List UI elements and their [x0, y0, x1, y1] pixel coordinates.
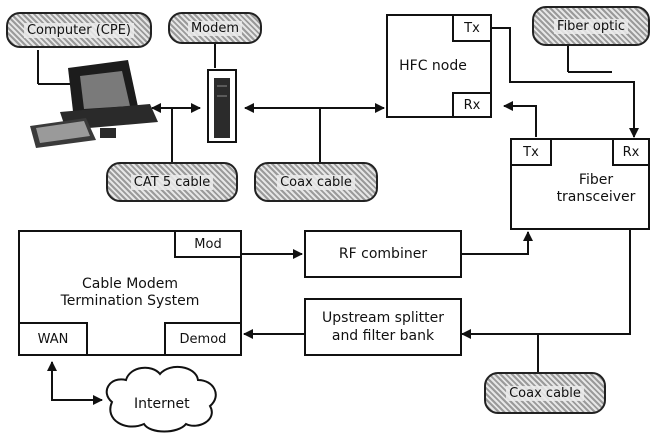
cmts-mod-port: Mod [174, 230, 242, 258]
cmts-title: Cable Modem Termination System [60, 276, 200, 309]
cmts-wan-port: WAN [18, 322, 88, 356]
internet-label: Internet [134, 396, 190, 412]
transceiver-to-splitter-arrow [461, 228, 631, 339]
transceiver-rx-port: Rx [612, 138, 650, 166]
hfc-tx-port: Tx [452, 14, 492, 42]
cmts-demod-port: Demod [164, 322, 242, 356]
fiber-optic-tag: Fiber optic [532, 6, 650, 46]
transceiver-to-hfc-rx-arrow [503, 101, 537, 137]
computer-cpe-tag: Computer (CPE) [6, 12, 152, 48]
modem-tag: Modem [168, 12, 262, 44]
upstream-splitter-label: Upstream splitter and filter bank [322, 310, 444, 344]
hfc-tx-to-transceiver-arrow [490, 27, 639, 138]
hfc-node-title: HFC node [399, 58, 467, 74]
coax-cable-tag-bottom: Coax cable [484, 372, 606, 414]
hfc-rx-port: Rx [452, 92, 492, 118]
rf-combiner-box: RF combiner [304, 230, 462, 278]
upstream-splitter-box: Upstream splitter and filter bank [304, 298, 462, 356]
coax-cable-tag-top: Coax cable [254, 162, 378, 202]
internet-cloud-icon [105, 365, 217, 433]
rf-combiner-label: RF combiner [338, 246, 428, 262]
modem-icon [207, 69, 237, 143]
fiber-transceiver-title: Fiber transceiver [556, 172, 636, 205]
cat5-cable-tag: CAT 5 cable [106, 162, 238, 202]
combiner-to-transceiver-arrow [462, 231, 533, 255]
computer-icon [30, 60, 158, 148]
wan-to-internet-arrow [47, 361, 103, 405]
transceiver-tx-port: Tx [510, 138, 552, 166]
